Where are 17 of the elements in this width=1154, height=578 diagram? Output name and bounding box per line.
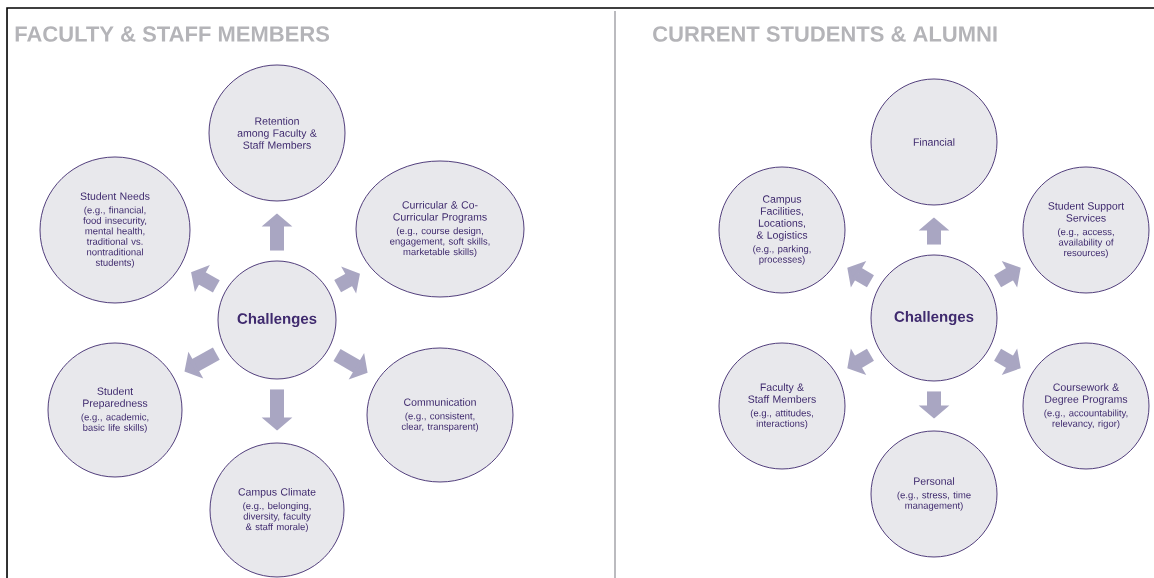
circle-node: Retention among Faculty & Staff Members <box>208 64 346 202</box>
block-arrow <box>847 348 874 375</box>
circle-node: Personal (e.g., stress, time management) <box>870 430 998 558</box>
circle-node: Campus Facilities, Locations, & Logistics (e.g., parking, processes) <box>718 166 846 294</box>
circle-node: Campus Climate (e.g., belonging, diversity, faculty & staff morale) <box>209 442 345 578</box>
ellipse-node: Student Needs (e.g., financial, food insecurity, mental health, traditional vs. nontraditional students) <box>39 156 191 304</box>
circle-node: Faculty & Staff Members (e.g., attitudes, interactions) <box>718 342 846 470</box>
heading: FACULTY & STAFF MEMBERS <box>15 26 330 42</box>
block-arrow <box>994 261 1021 288</box>
ellipse-node: Communication (e.g., consistent, clear, transparent) <box>366 347 514 483</box>
block-arrow <box>184 347 220 379</box>
circle-node: Student Support Services (e.g., access, availability of resources) <box>1022 166 1150 294</box>
circle-node: Student Preparedness (e.g., academic, basic life skills) <box>47 342 183 478</box>
circle-node: Financial <box>870 78 998 206</box>
heading: CURRENT STUDENTS & ALUMNI <box>653 26 997 42</box>
circle-node: Coursework & Degree Programs (e.g., accountability, relevancy, rigor) <box>1022 342 1150 470</box>
ellipse-node: Curricular & Co-Curricular Programs (e.g., course design, engagement, soft skills, marketable skills) <box>355 160 525 298</box>
